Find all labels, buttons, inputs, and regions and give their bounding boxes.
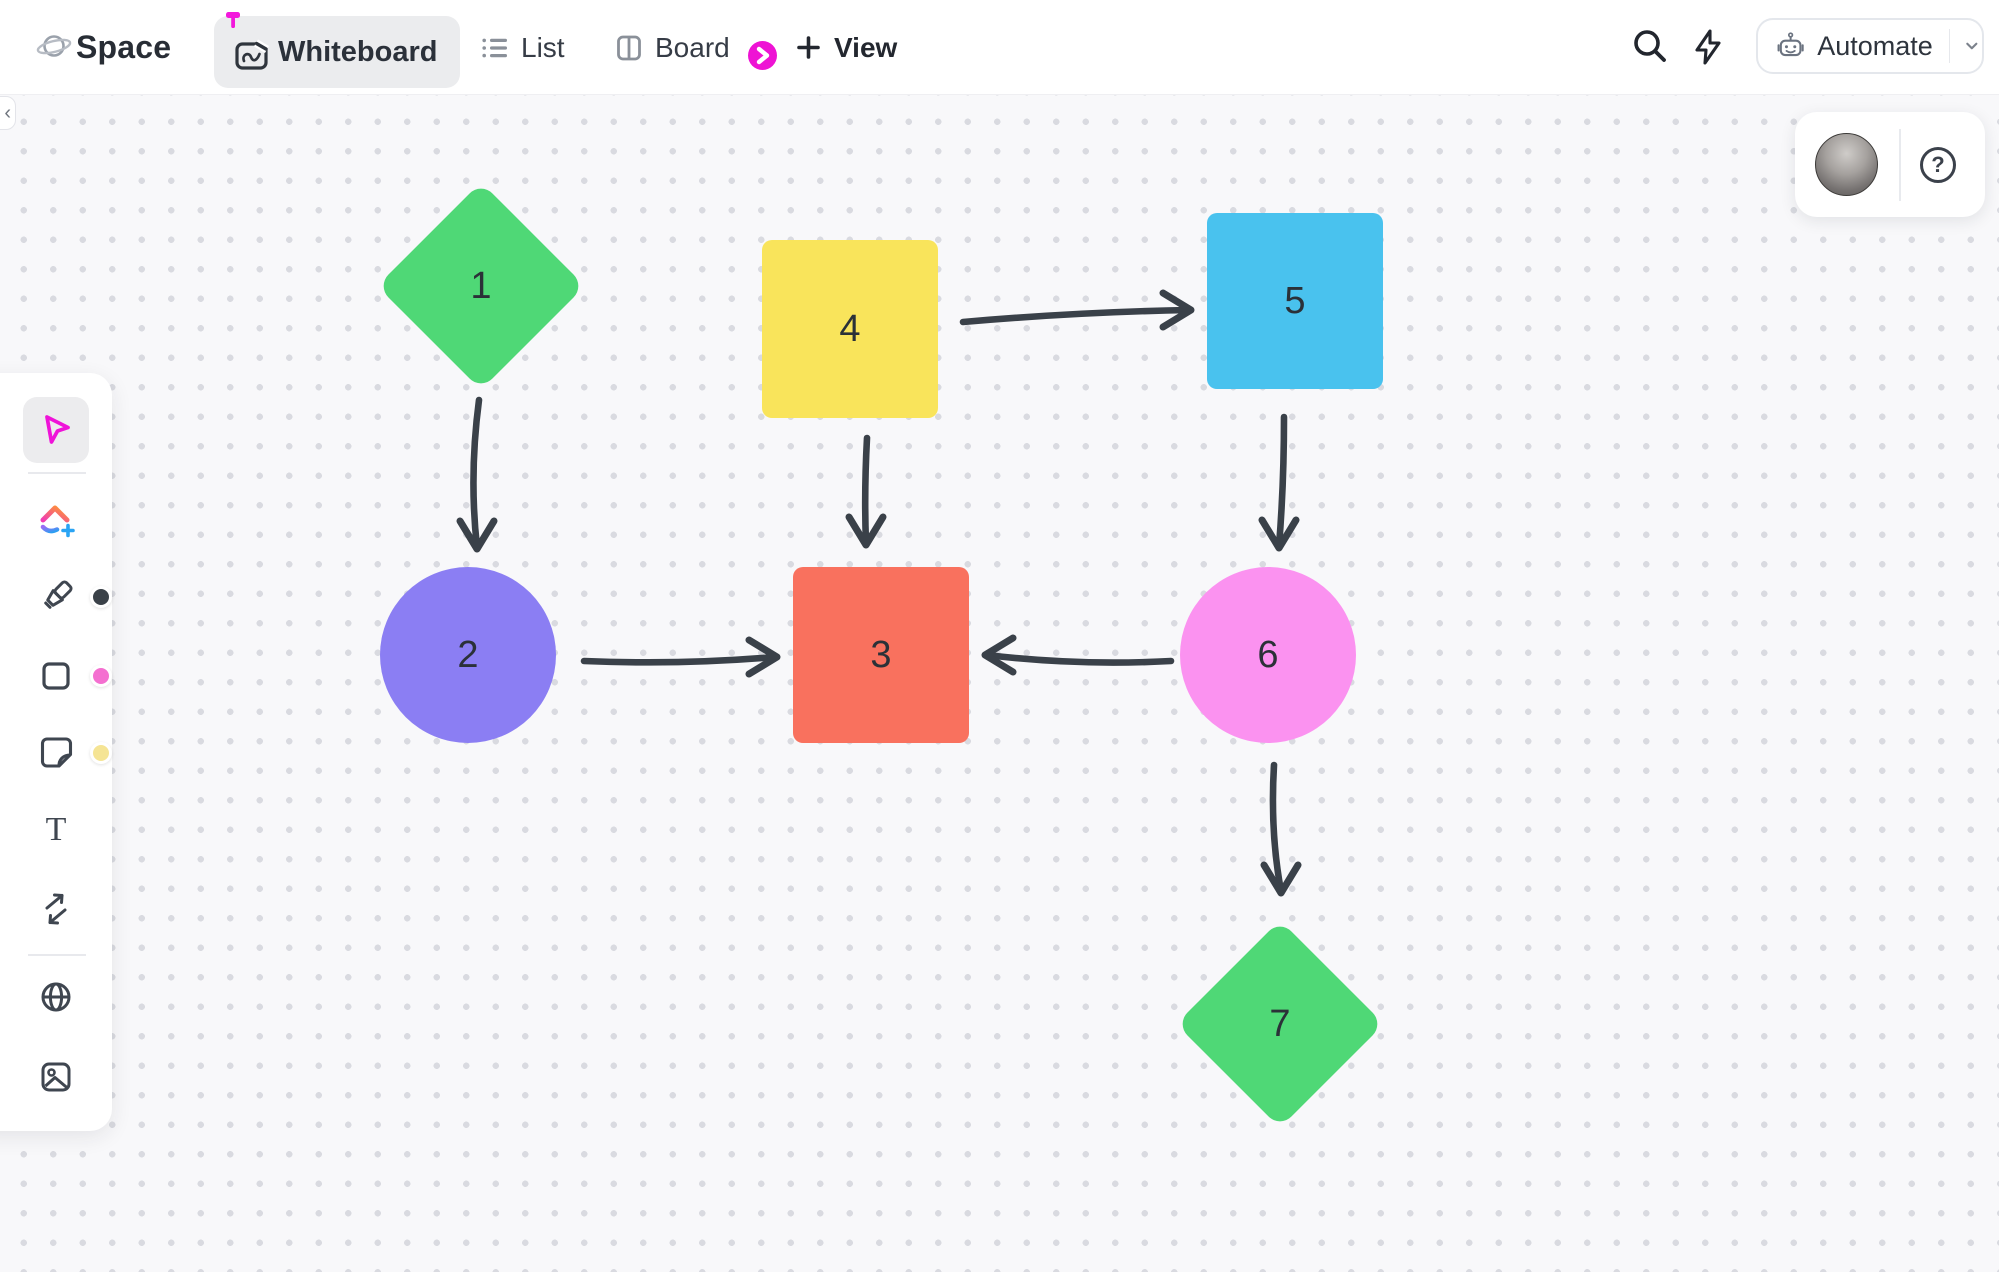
- list-icon: [482, 38, 507, 57]
- text-tool-icon: T: [46, 811, 67, 848]
- edge-4-3[interactable]: [845, 434, 887, 549]
- tab-list-label: List: [521, 31, 565, 63]
- edge-1-2[interactable]: [456, 396, 498, 553]
- node-square-4[interactable]: 4: [762, 240, 938, 418]
- tool-rectangle-button[interactable]: [23, 643, 89, 709]
- marker-color-badge: [90, 586, 112, 608]
- space-title: Space: [76, 29, 172, 65]
- question-mark-icon: ?: [1920, 146, 1956, 183]
- automations-bolt-button[interactable]: [1686, 25, 1730, 69]
- lightning-icon: [1695, 29, 1721, 65]
- edge-6-7[interactable]: [1260, 761, 1302, 897]
- node-circle-6[interactable]: 6: [1180, 567, 1356, 743]
- shapes-template-icon: [40, 505, 75, 538]
- whiteboard-icon: [235, 39, 270, 70]
- tab-board[interactable]: Board: [615, 0, 730, 95]
- tool-image-button[interactable]: [23, 1044, 89, 1110]
- search-icon: [1634, 30, 1666, 62]
- add-view-button[interactable]: View: [797, 0, 897, 95]
- edge-5-6[interactable]: [1258, 413, 1300, 552]
- add-view-label: View: [834, 31, 898, 63]
- top-bar: Space Whiteboard List: [0, 0, 1999, 95]
- edge-6-3[interactable]: [981, 634, 1175, 676]
- node-diamond-1[interactable]: 1: [377, 182, 585, 390]
- node-square-5[interactable]: 5: [1207, 213, 1383, 389]
- node-label: 7: [1269, 1003, 1290, 1045]
- board-icon: [617, 35, 641, 60]
- tool-marker-button[interactable]: [23, 564, 89, 630]
- node-circle-2[interactable]: 2: [380, 567, 556, 743]
- robot-icon: [1777, 32, 1804, 57]
- svg-text:T: T: [46, 811, 67, 848]
- card-divider: [1899, 128, 1901, 201]
- node-label: 2: [457, 634, 478, 676]
- search-button[interactable]: [1628, 25, 1672, 69]
- tab-whiteboard-label: Whiteboard: [278, 35, 438, 68]
- sticky-note-icon: [40, 737, 73, 768]
- image-icon: [41, 1062, 71, 1092]
- node-square-3[interactable]: 3: [793, 567, 969, 743]
- node-label: 6: [1257, 634, 1278, 676]
- tool-connector-button[interactable]: [23, 876, 89, 942]
- tool-panel: T: [0, 373, 112, 1131]
- rectangle-color-badge: [90, 665, 112, 687]
- node-label: 1: [470, 265, 491, 307]
- tab-list[interactable]: List: [481, 0, 565, 95]
- automate-button[interactable]: Automate: [1756, 18, 1984, 74]
- automate-label: Automate: [1817, 30, 1933, 61]
- sticky-color-badge: [90, 742, 112, 764]
- toolbar-divider: [28, 954, 86, 956]
- pin-icon: [226, 12, 240, 28]
- chevron-right-icon: [756, 46, 770, 65]
- connector-icon: [45, 893, 67, 925]
- tab-board-label: Board: [655, 31, 730, 63]
- tool-embed-button[interactable]: [23, 964, 89, 1030]
- cursor-icon: [45, 415, 70, 444]
- node-diamond-7[interactable]: 7: [1176, 920, 1384, 1128]
- user-avatar[interactable]: [1815, 133, 1878, 196]
- node-label: 5: [1284, 280, 1305, 322]
- globe-icon: [41, 982, 71, 1012]
- toolbar-divider: [28, 472, 86, 474]
- chevron-down-icon[interactable]: [1962, 33, 1982, 59]
- plus-icon: [797, 36, 820, 59]
- tool-sticky-note-button[interactable]: [23, 719, 89, 785]
- tabs-overflow-button[interactable]: [748, 41, 777, 70]
- node-label: 3: [870, 634, 891, 676]
- edge-2-3[interactable]: [580, 636, 781, 678]
- space-icon: [36, 35, 72, 57]
- help-button[interactable]: ?: [1916, 143, 1960, 187]
- node-label: 4: [839, 308, 860, 350]
- marker-icon: [44, 580, 73, 609]
- sidebar-collapse-button[interactable]: ‹: [0, 96, 16, 130]
- tool-shapes-button[interactable]: [23, 487, 89, 553]
- edge-4-5[interactable]: [959, 289, 1195, 331]
- rectangle-icon: [42, 662, 70, 690]
- automate-divider: [1948, 29, 1951, 63]
- tool-select-button[interactable]: [23, 397, 89, 463]
- tool-text-button[interactable]: T: [23, 797, 89, 863]
- user-help-card: ?: [1795, 112, 1985, 217]
- whiteboard-canvas[interactable]: [0, 95, 1999, 1272]
- tab-whiteboard[interactable]: Whiteboard: [214, 12, 460, 88]
